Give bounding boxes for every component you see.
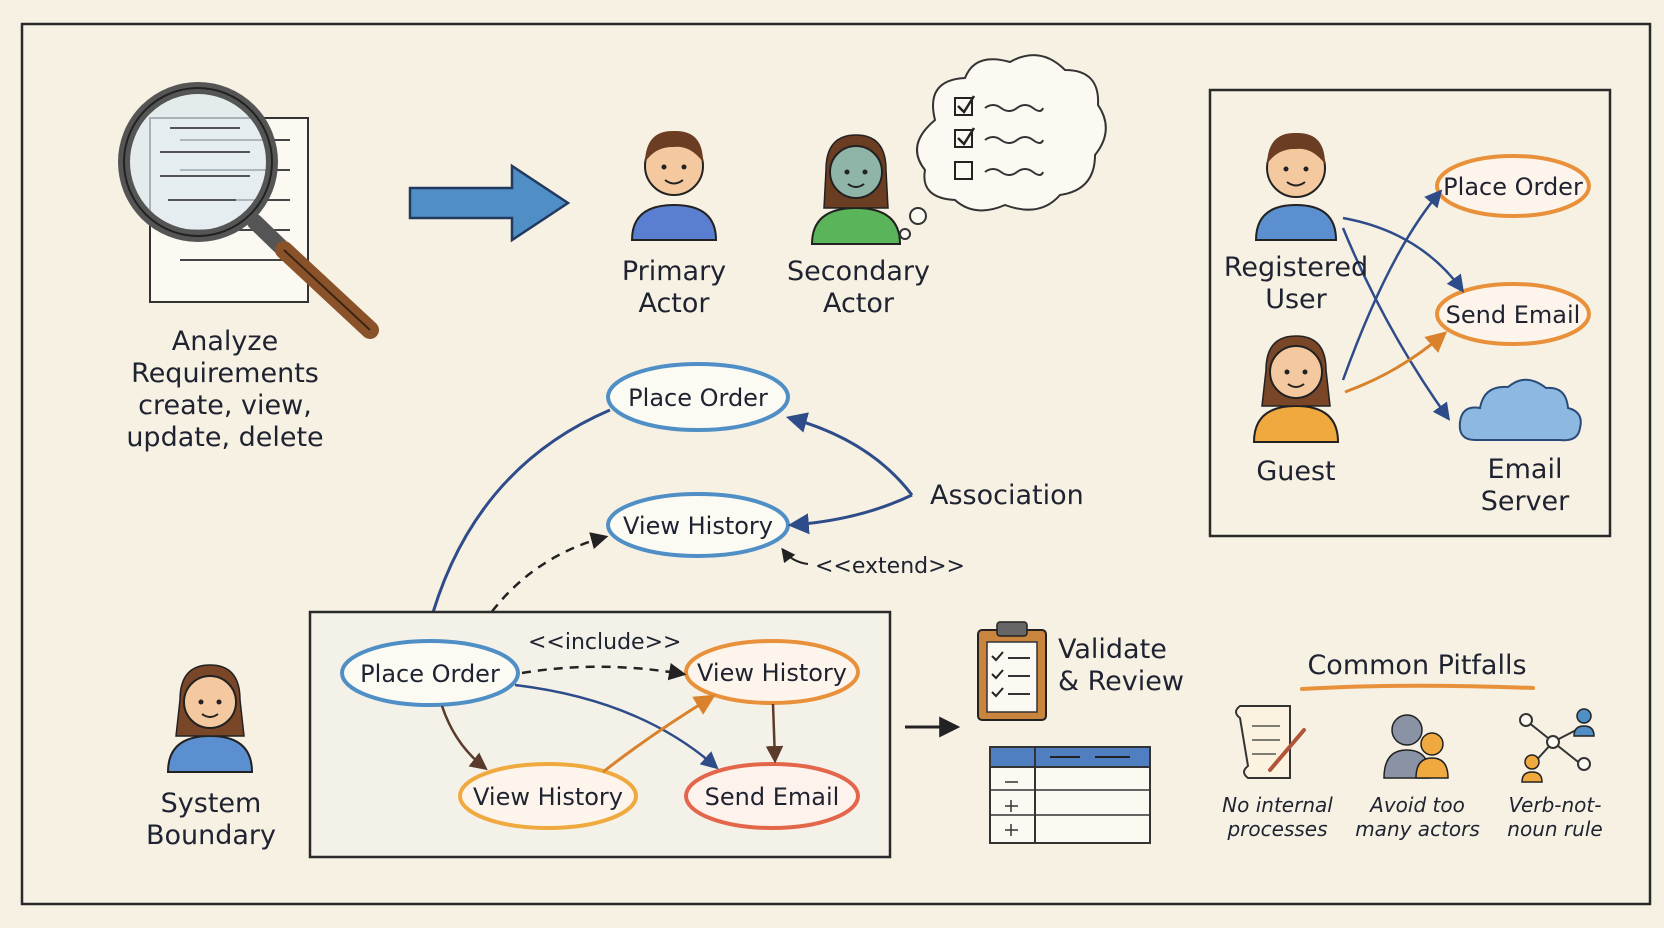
secondary-actor-icon	[810, 134, 902, 245]
group-people-icon	[1383, 714, 1449, 779]
thought-cloud-icon	[899, 54, 1107, 240]
panel-send-email-oval[interactable]	[1435, 282, 1591, 346]
association-label: Association	[930, 480, 1084, 511]
validate-line1: Validate	[1058, 634, 1167, 665]
clipboard-icon	[977, 621, 1047, 721]
extend-pointer-arrow	[781, 547, 809, 565]
secondary-actor-label: Secondary Actor	[776, 256, 941, 320]
registered-user-label: Registered User	[1216, 252, 1376, 316]
primary-actor-line1: Primary	[621, 256, 727, 287]
mid-place-order-oval[interactable]	[606, 362, 790, 432]
pitfall-2-line1: Avoid too	[1370, 793, 1465, 817]
box-place-order-oval[interactable]	[340, 639, 520, 707]
box-send-email-oval[interactable]	[684, 762, 860, 830]
registered-user-line2: User	[1265, 283, 1327, 315]
primary-actor-line2: Actor	[638, 287, 710, 319]
analyze-sub-line1: create, view,	[138, 389, 312, 421]
analyze-title-line2: Requirements	[131, 357, 319, 389]
pitfall-item-1: No internal processes	[1205, 793, 1350, 841]
analyze-title-line1: Analyze	[171, 326, 279, 357]
pitfall-1-line1: No internal	[1222, 793, 1333, 817]
association-arrow-viewhistory	[787, 493, 913, 535]
outer-frame	[20, 22, 1652, 906]
box-arrow-place-sendemail	[514, 683, 719, 770]
panel-place-order-label: Place Order	[1443, 173, 1583, 201]
box-view-history-bottom-oval[interactable]	[458, 762, 638, 830]
system-boundary-label: System Boundary	[140, 788, 282, 852]
pitfall-1-line2: processes	[1227, 816, 1328, 841]
registered-user-icon	[1254, 132, 1338, 241]
validate-line2: & Review	[1058, 665, 1184, 697]
pitfall-3-line2: noun rule	[1507, 816, 1603, 841]
guest-label: Guest	[1256, 456, 1336, 487]
pitfall-item-2: Avoid too many actors	[1345, 793, 1490, 841]
table-icon	[989, 746, 1151, 844]
primary-actor-icon	[630, 130, 718, 241]
box-arrow-viewhistory-sendemail	[765, 703, 784, 764]
pitfall-item-3: Verb-not- noun rule	[1490, 793, 1620, 841]
email-server-line2: Server	[1480, 485, 1570, 517]
placeorder-to-boundary-arrow	[422, 408, 611, 635]
include-dashed-arrow	[521, 663, 687, 681]
process-arrow-icon	[408, 163, 571, 243]
primary-actor-label: Primary Actor	[594, 256, 754, 320]
box-arrow-place-viewhistory	[440, 705, 488, 771]
system-boundary-line1: System	[160, 788, 262, 819]
email-server-label: Email Server	[1470, 454, 1580, 518]
mid-view-history-label: View History	[623, 512, 773, 540]
box-view-history-top-label: View History	[697, 659, 847, 687]
panel-arrow-guest-placeorder	[1341, 189, 1443, 381]
panel-send-email-label: Send Email	[1446, 301, 1581, 329]
registered-user-line1: Registered	[1223, 252, 1369, 283]
mid-place-order-label: Place Order	[628, 384, 768, 412]
extend-label: <<extend>>	[815, 554, 965, 579]
validate-review-label: Validate & Review	[1058, 634, 1184, 698]
panel-place-order-oval[interactable]	[1435, 154, 1591, 218]
analyze-title: Analyze Requirements create, view, updat…	[110, 326, 340, 453]
pitfalls-title: Common Pitfalls	[1307, 650, 1527, 681]
email-server-line1: Email	[1487, 454, 1563, 485]
box-view-history-bottom-label: View History	[473, 783, 623, 811]
scroll-pen-icon	[1235, 705, 1306, 779]
magnifier-icon	[118, 82, 379, 339]
include-label: <<include>>	[528, 630, 681, 655]
secondary-actor-line1: Secondary	[787, 256, 930, 287]
analyze-sub-line2: update, delete	[126, 421, 324, 453]
pitfall-2-line2: many actors	[1355, 816, 1480, 841]
box-send-email-label: Send Email	[705, 783, 840, 811]
system-boundary-actor-icon	[166, 664, 254, 773]
network-nodes-icon	[1519, 708, 1595, 783]
panel-arrow-guest-sendemail	[1344, 331, 1448, 394]
guest-icon	[1252, 335, 1340, 443]
pitfalls-underline	[1300, 683, 1535, 691]
email-server-cloud-icon	[1458, 378, 1582, 442]
panel-arrow-user-sendemail	[1342, 216, 1465, 293]
box-arrow-viewhistory-up	[602, 694, 716, 774]
secondary-actor-line2: Actor	[822, 287, 895, 319]
panel-arrow-user-cloud	[1341, 227, 1451, 421]
system-boundary-line2: Boundary	[145, 819, 277, 851]
pitfall-3-line1: Verb-not-	[1508, 793, 1602, 817]
example-panel	[1208, 88, 1612, 538]
association-arrow-placeorder	[785, 412, 914, 496]
box-place-order-label: Place Order	[360, 660, 500, 688]
